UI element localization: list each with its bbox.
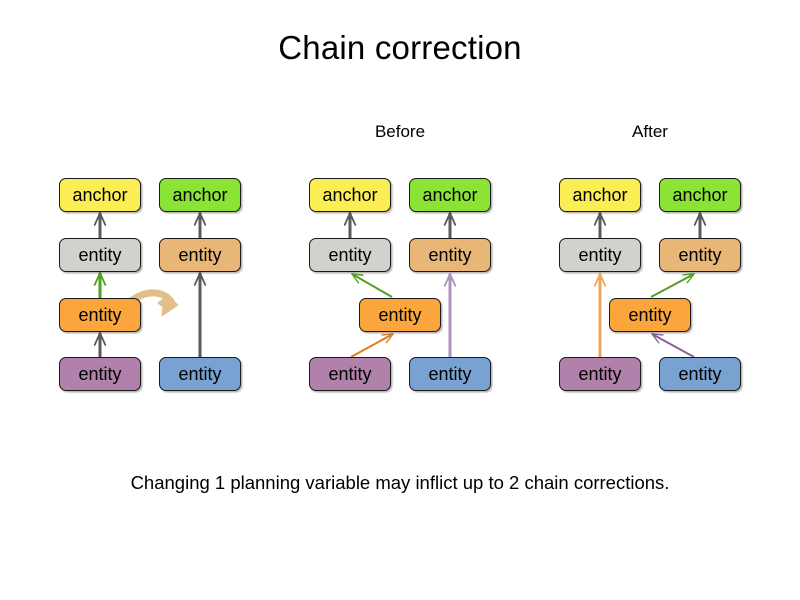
node-label: entity [78,245,122,265]
node-entity-g1-e1[interactable]: entity [59,238,141,272]
node-label: anchor [322,185,378,205]
edge-orange-entity-to-gray-entity [93,272,107,298]
node-label: entity [378,305,422,325]
node-label: entity [578,245,622,265]
edge-orange-entity-to-gray-entity [351,273,393,298]
node-anchor-g1-a1[interactable]: anchor [59,178,141,212]
node-entity-g1-e5[interactable]: entity [159,357,241,391]
edge-tan-entity-to-green-anchor [693,212,707,238]
node-entity-g2-e1[interactable]: entity [309,238,391,272]
node-label: entity [178,245,222,265]
node-entity-g3-e2[interactable]: entity [659,238,741,272]
edge-tan-entity-to-green-anchor [193,212,207,238]
node-entity-g2-e2[interactable]: entity [409,238,491,272]
node-label: entity [428,245,472,265]
edge-blue-entity-to-orange-entity [651,333,695,358]
page-title: Chain correction [278,29,522,66]
node-label: anchor [422,185,478,205]
node-anchor-g3-a2[interactable]: anchor [659,178,741,212]
node-anchor-g1-a2[interactable]: anchor [159,178,241,212]
node-label: entity [628,305,672,325]
edge-gray-entity-to-yellow-anchor [93,212,107,238]
edge-purple-entity-to-gray-entity [593,273,607,357]
node-entity-g3-e1[interactable]: entity [559,238,641,272]
edge-tan-entity-to-green-anchor [443,212,457,238]
edge-gray-entity-to-yellow-anchor [343,212,357,238]
node-label: entity [678,245,722,265]
section-label-after: After [632,122,668,141]
node-label: entity [578,364,622,384]
node-label: anchor [572,185,628,205]
node-entity-g2-e3[interactable]: entity [359,298,441,332]
node-label: entity [428,364,472,384]
node-label: entity [178,364,222,384]
section-label-before: Before [374,122,426,141]
node-entity-g3-e5[interactable]: entity [659,357,741,391]
node-entity-g2-e5[interactable]: entity [409,357,491,391]
node-entity-g3-e4[interactable]: entity [559,357,641,391]
node-entity-g2-e4[interactable]: entity [309,357,391,391]
node-label: entity [328,245,372,265]
node-anchor-g2-a1[interactable]: anchor [309,178,391,212]
slide-caption: Changing 1 planning variable may inflict… [130,472,670,493]
node-anchor-g3-a1[interactable]: anchor [559,178,641,212]
node-anchor-g2-a2[interactable]: anchor [409,178,491,212]
node-label: entity [78,364,122,384]
node-entity-g1-e3[interactable]: entity [59,298,141,332]
node-label: anchor [72,185,128,205]
node-label: anchor [672,185,728,205]
edge-purple-entity-to-orange-entity [350,333,394,358]
node-entity-g3-e3[interactable]: entity [609,298,691,332]
node-label: entity [328,364,372,384]
edge-blue-entity-to-tan-entity [193,272,207,357]
node-label: entity [678,364,722,384]
edge-orange-entity-to-tan-entity [650,273,695,298]
node-label: anchor [172,185,228,205]
edge-blue-entity-to-tan-entity [443,273,457,357]
node-label: entity [78,305,122,325]
node-entity-g1-e2[interactable]: entity [159,238,241,272]
edge-gray-entity-to-yellow-anchor [593,212,607,238]
edge-purple-entity-to-orange-entity [93,332,107,357]
node-entity-g1-e4[interactable]: entity [59,357,141,391]
